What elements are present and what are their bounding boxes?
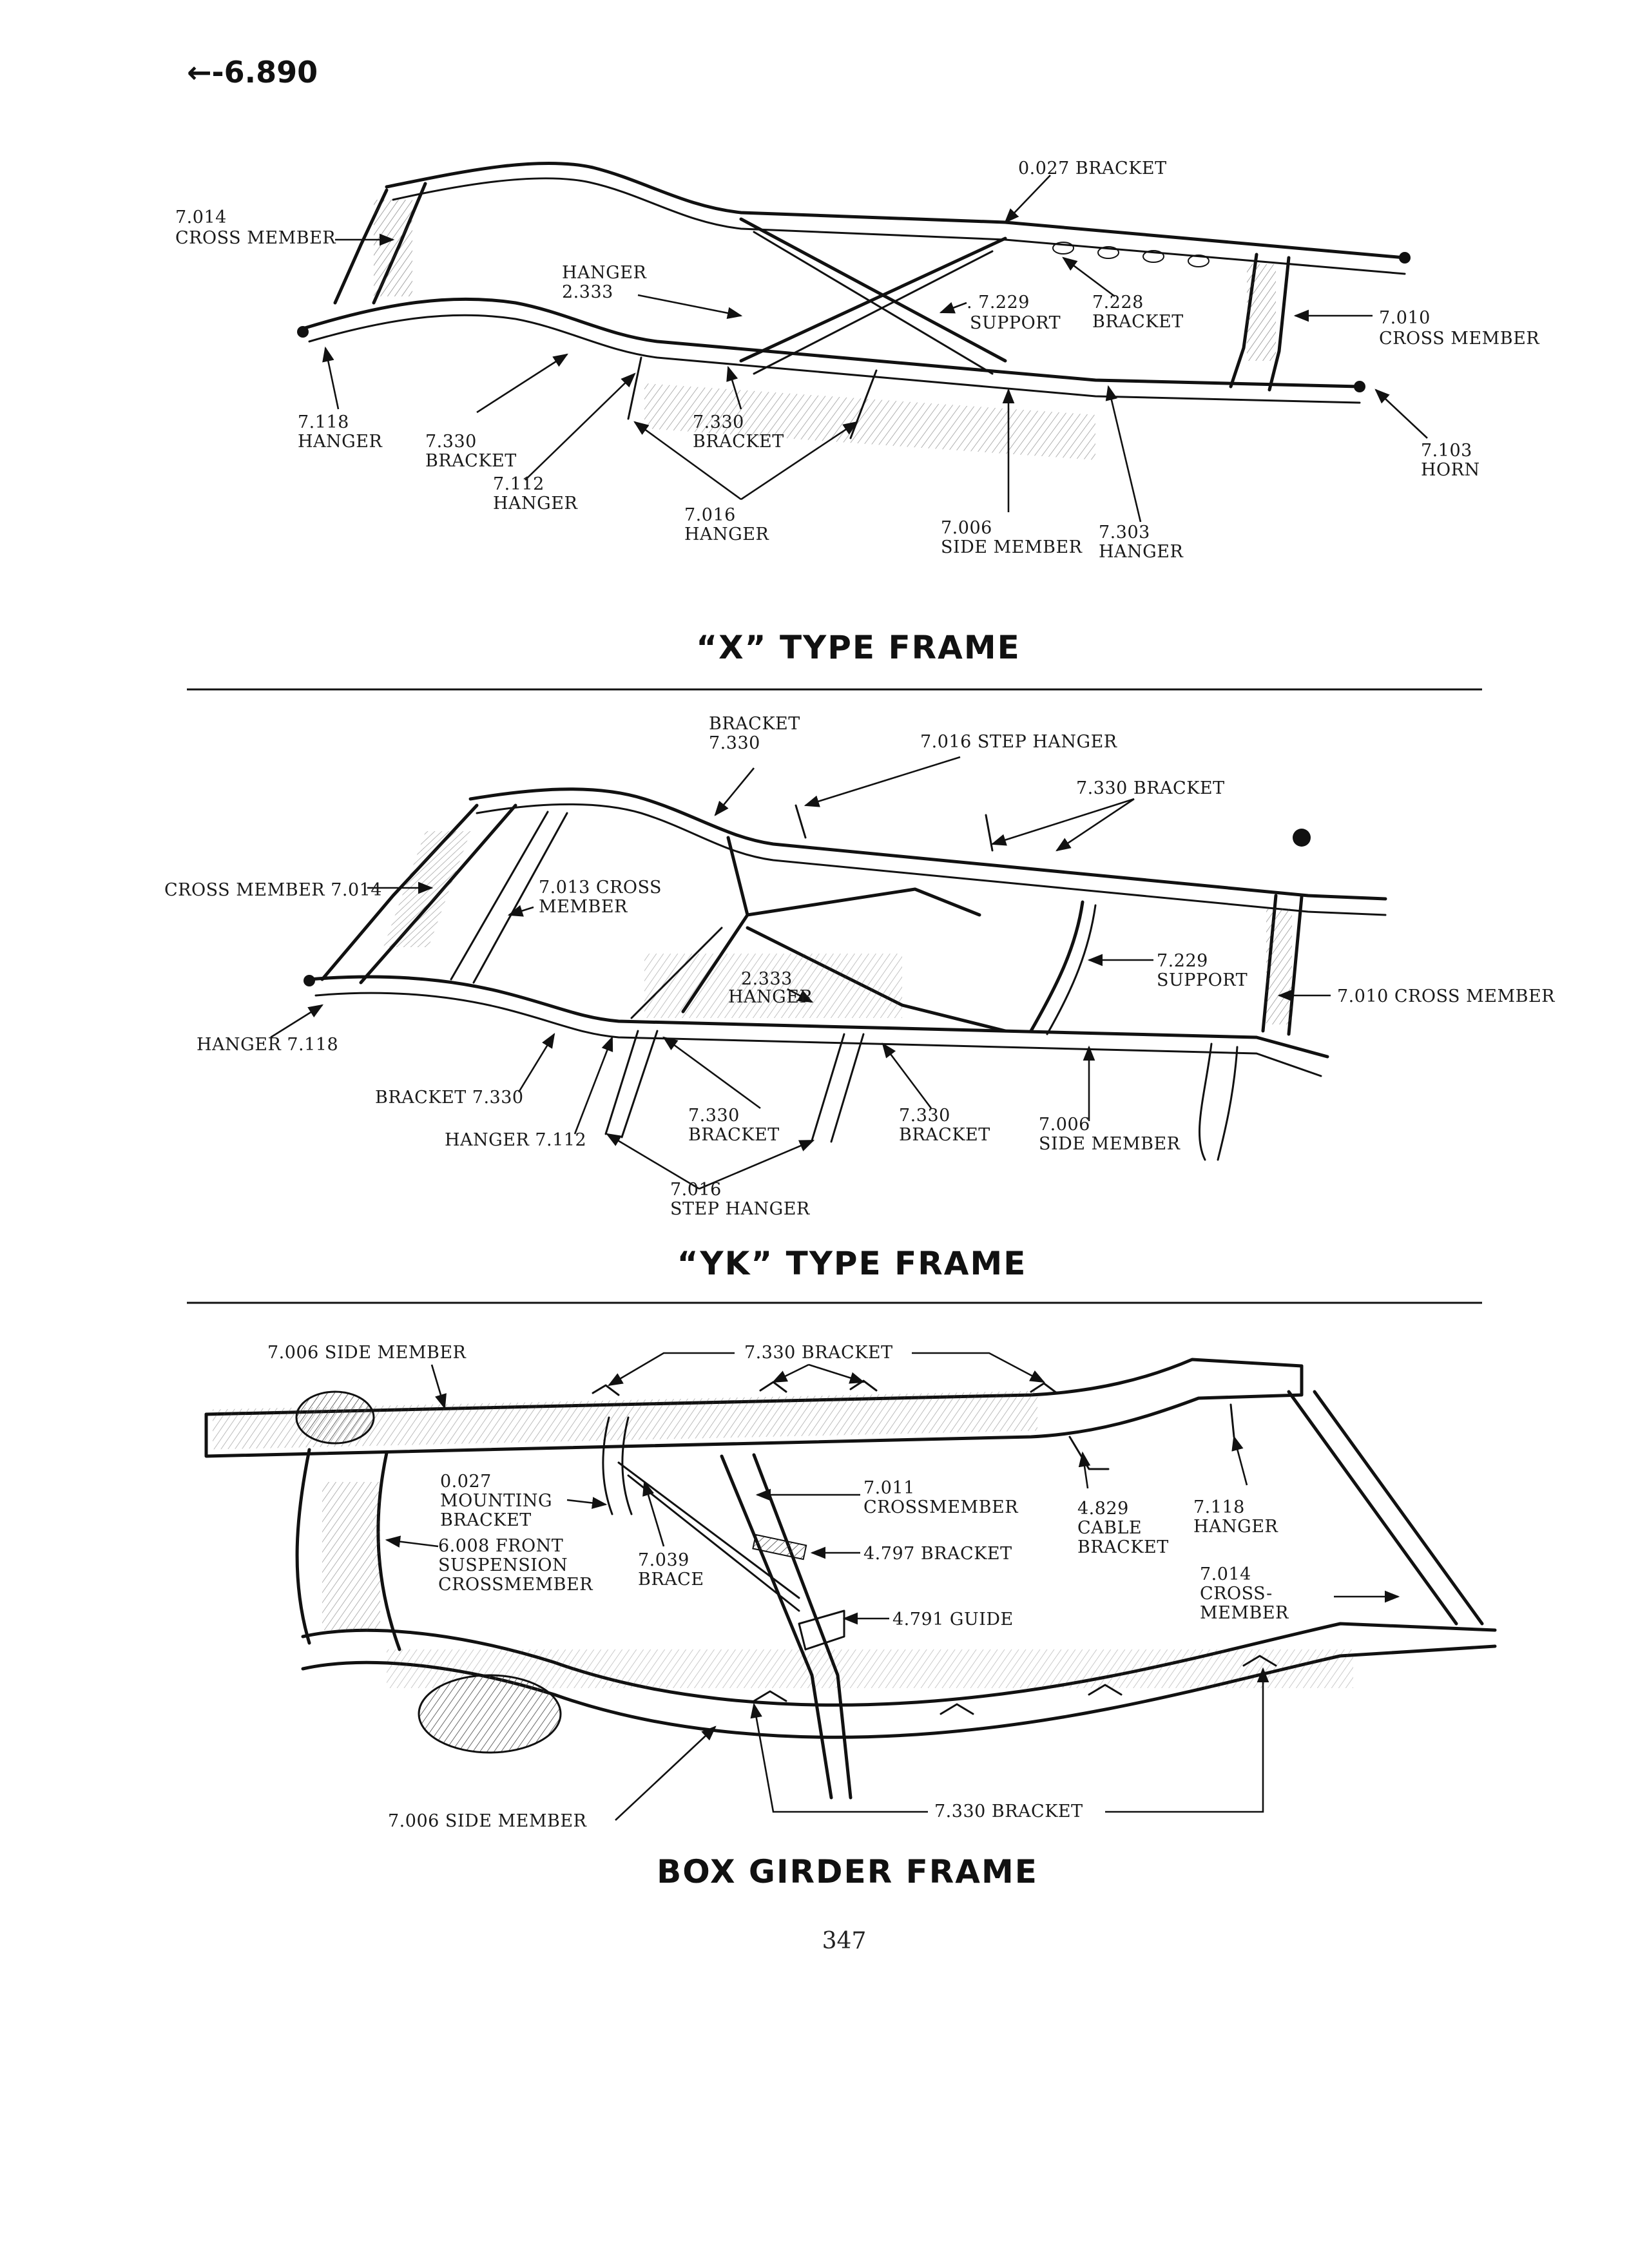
label-yk-7006-num: 7.006 [1039, 1115, 1090, 1135]
label-box-bracket-top: 7.330 BRACKET [744, 1343, 893, 1363]
label-2333-num: 2.333 [562, 282, 613, 302]
label-yk-7330-right-num: 7.330 [899, 1106, 950, 1126]
label-box-7014-line2: MEMBER [1200, 1603, 1289, 1623]
label-box-mounting-line1: MOUNTING [440, 1491, 552, 1511]
label-yk-7013-line2: MEMBER [539, 897, 628, 917]
label-yk-bracket-top-text: BRACKET [709, 714, 800, 734]
label-yk-2333-text: HANGER [728, 987, 813, 1007]
yk-frame-title: “YK” TYPE FRAME [677, 1245, 1027, 1282]
x-type-frame-drawing [297, 161, 1411, 460]
label-7118-num: 7.118 [298, 412, 349, 432]
box-girder-frame-leaders [385, 1352, 1400, 1821]
label-7112-text: HANGER [493, 494, 577, 514]
box-girder-frame-labels: 7.006 SIDE MEMBER 7.330 BRACKET 0.027 MO… [267, 1343, 1289, 1831]
label-box-cable-line2: BRACKET [1077, 1537, 1169, 1557]
label-yk-7006-text: SIDE MEMBER [1039, 1134, 1181, 1154]
label-box-bracket-bottom: 7.330 BRACKET [934, 1802, 1083, 1821]
label-yk-step-hanger-num: 7.016 [670, 1180, 722, 1200]
yk-type-frame-leaders [270, 756, 1331, 1190]
label-yk-7330-mid-num: 7.330 [688, 1106, 740, 1126]
label-7103-num: 7.103 [1421, 441, 1472, 461]
label-7118-text: HANGER [298, 432, 382, 452]
label-yk-hanger-7118: HANGER 7.118 [197, 1035, 338, 1055]
label-7303-num: 7.303 [1099, 523, 1150, 543]
x-frame-title: “X” TYPE FRAME [696, 629, 1020, 666]
label-yk-step-hanger-top: 7.016 STEP HANGER [920, 732, 1117, 752]
label-7303-text: HANGER [1099, 542, 1183, 562]
page-ref-number: ←-6.890 [187, 55, 318, 90]
label-box-brace-num: 7.039 [638, 1550, 689, 1570]
label-box-mounting-line2: BRACKET [440, 1510, 532, 1530]
label-box-mounting-num: 0.027 [440, 1472, 492, 1492]
label-7229-num: . 7.229 [967, 293, 1030, 312]
label-box-7118-text: HANGER [1193, 1517, 1278, 1537]
label-yk-step-hanger-text: STEP HANGER [670, 1199, 810, 1219]
label-box-front-susp-line2: SUSPENSION [438, 1555, 568, 1575]
label-box-side-member-bottom: 7.006 SIDE MEMBER [388, 1811, 587, 1831]
label-yk-cross-member-7014: CROSS MEMBER 7.014 [164, 880, 382, 900]
label-7014-num: 7.014 [175, 207, 227, 227]
label-box-brace-text: BRACE [638, 1570, 704, 1590]
label-7016-num: 7.016 [684, 505, 736, 525]
label-yk-bracket-7330-left: BRACKET 7.330 [375, 1088, 524, 1108]
label-yk-7010: 7.010 CROSS MEMBER [1337, 986, 1555, 1006]
label-yk-7229-text: SUPPORT [1157, 970, 1248, 990]
x-type-frame-labels: 0.027 BRACKET 7.014 CROSS MEMBER HANGER … [175, 159, 1539, 562]
label-2333-text: HANGER [562, 263, 646, 283]
label-yk-7229-num: 7.229 [1157, 951, 1208, 971]
label-7103-text: HORN [1421, 460, 1480, 480]
label-box-front-susp-line3: CROSSMEMBER [438, 1575, 593, 1595]
label-yk-2333-num: 2.333 [741, 969, 793, 989]
label-box-7014-line1: CROSS- [1200, 1584, 1273, 1604]
label-box-7011-num: 7.011 [863, 1478, 915, 1498]
box-frame-title: BOX GIRDER FRAME [657, 1853, 1038, 1890]
x-type-frame-leaders [322, 175, 1428, 523]
label-7006-text: SIDE MEMBER [941, 537, 1083, 557]
label-7016-text: HANGER [684, 524, 769, 544]
label-yk-bracket-top-num: 7.330 [709, 733, 760, 753]
box-girder-frame-drawing [204, 1358, 1497, 1800]
label-7330b-num: 7.330 [693, 412, 744, 432]
label-7014-text: CROSS MEMBER [175, 228, 336, 248]
label-box-cable-num: 4.829 [1077, 1499, 1129, 1519]
label-0027-bracket: 0.027 BRACKET [1018, 159, 1167, 178]
label-yk-7013-line1: 7.013 CROSS [539, 878, 662, 898]
label-7006-num: 7.006 [941, 518, 992, 538]
label-7112-num: 7.112 [493, 474, 545, 494]
label-7330a-text: BRACKET [425, 451, 517, 471]
label-box-front-susp-line1: 6.008 FRONT [438, 1536, 563, 1556]
label-box-7011-text: CROSSMEMBER [863, 1497, 1018, 1517]
yk-type-frame-labels: BRACKET 7.330 7.016 STEP HANGER 7.330 BR… [164, 714, 1555, 1219]
label-box-cable-line1: CABLE [1077, 1518, 1142, 1538]
label-7010-text: CROSS MEMBER [1379, 329, 1539, 349]
label-7229-text: SUPPORT [970, 313, 1061, 333]
label-box-4791-guide: 4.791 GUIDE [892, 1610, 1014, 1629]
label-yk-hanger-7112: HANGER 7.112 [445, 1130, 586, 1150]
label-7330b-text: BRACKET [693, 432, 784, 452]
label-7228-text: BRACKET [1092, 312, 1184, 332]
page-number: 347 [822, 1928, 867, 1954]
label-yk-7330-mid-text: BRACKET [688, 1125, 780, 1145]
label-7330a-num: 7.330 [425, 432, 477, 452]
label-box-7014-num: 7.014 [1200, 1564, 1251, 1584]
label-box-7118-num: 7.118 [1193, 1497, 1245, 1517]
label-7228-num: 7.228 [1092, 293, 1144, 312]
label-box-4797-bracket: 4.797 BRACKET [863, 1544, 1012, 1564]
label-box-side-member-top: 7.006 SIDE MEMBER [267, 1343, 467, 1363]
label-yk-7330-bracket-top: 7.330 BRACKET [1076, 778, 1225, 798]
label-7010-num: 7.010 [1379, 308, 1431, 328]
label-yk-7330-right-text: BRACKET [899, 1125, 990, 1145]
